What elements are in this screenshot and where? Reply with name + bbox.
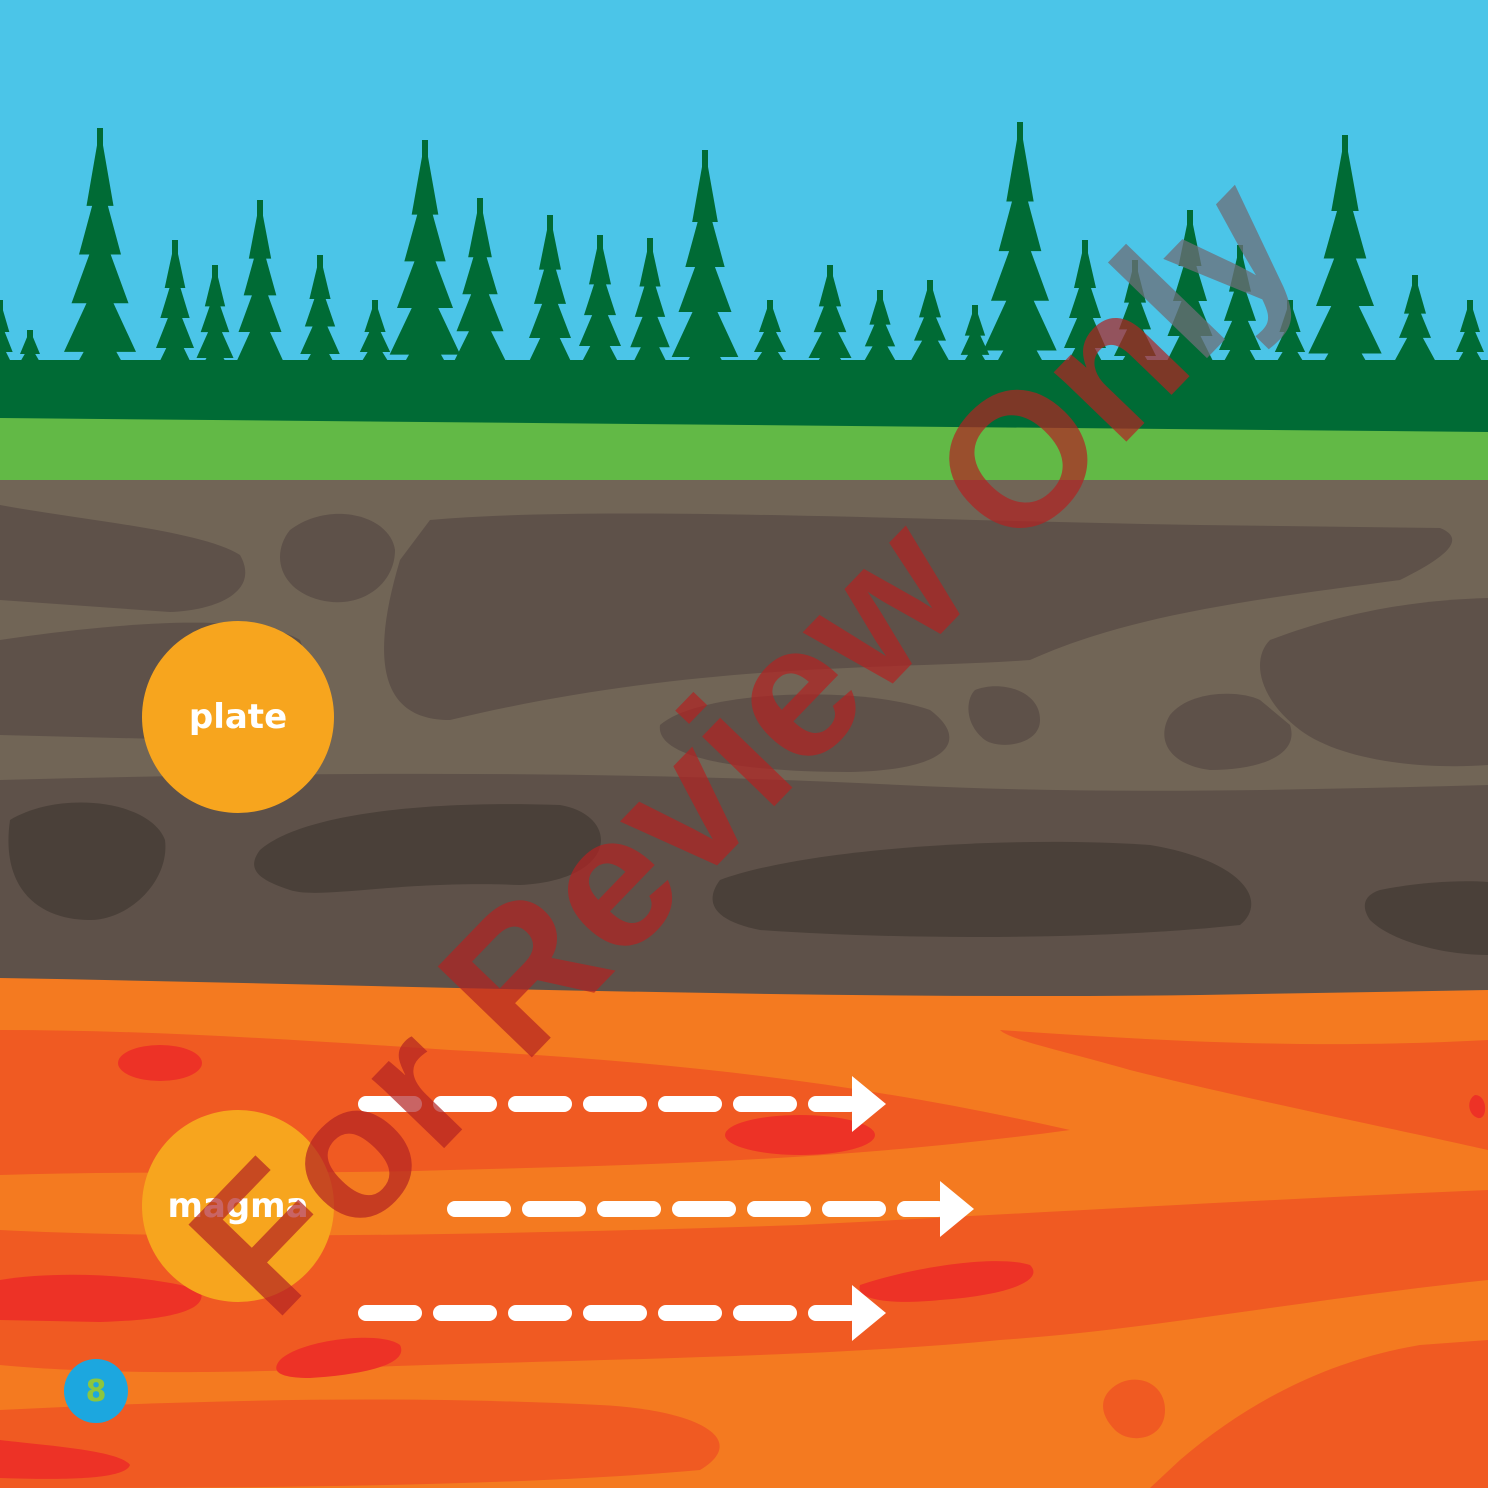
page-number-text: 8 [86,1374,107,1409]
plate-label-text: plate [189,697,287,737]
magma-label-text: magma [167,1186,308,1226]
plate-label: plate [142,621,334,813]
magma-label: magma [142,1110,334,1302]
page-number-badge: 8 [64,1359,128,1423]
